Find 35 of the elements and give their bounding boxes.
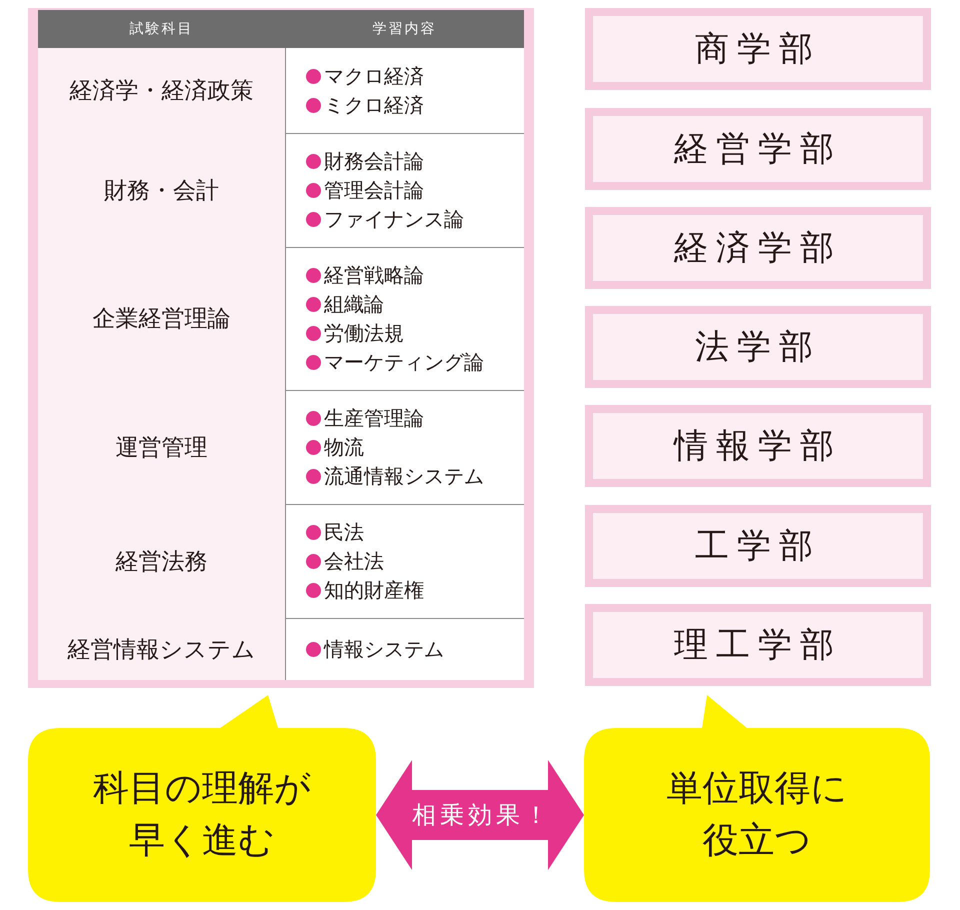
study-topic: 知的財産権 — [306, 576, 424, 604]
faculty-box: 経済学部 — [585, 207, 931, 289]
study-topic: 労働法規 — [306, 318, 404, 348]
faculty-box: 情報学部 — [585, 405, 931, 487]
subject-cell: 経営情報システム — [38, 618, 285, 680]
subject-cell: 経営法務 — [38, 504, 285, 618]
speech-bubble: 単位取得に役立つ — [584, 695, 930, 902]
study-topic: マクロ経済 — [306, 62, 424, 90]
faculty-box: 工学部 — [585, 505, 931, 587]
study-topic: 組織論 — [306, 290, 384, 318]
study-topic: 物流 — [306, 432, 364, 462]
study-topic: 流通情報システム — [306, 462, 484, 490]
subject-cell: 財務・会計 — [38, 133, 285, 247]
faculty-box: 経営学部 — [585, 108, 931, 190]
study-topic: 情報システム — [306, 634, 444, 664]
study-topic: マーケティング論 — [306, 348, 484, 376]
faculty-box: 法学部 — [585, 306, 931, 388]
study-topic: 会社法 — [306, 546, 384, 576]
study-topic: 生産管理論 — [306, 404, 424, 432]
subject-cell: 運営管理 — [38, 390, 285, 504]
study-topic: 民法 — [306, 518, 364, 546]
column-header: 試験科目 — [38, 10, 285, 48]
column-header: 学習内容 — [285, 10, 524, 48]
subject-cell: 経済学・経済政策 — [38, 48, 285, 133]
study-topic: 財務会計論 — [306, 146, 424, 176]
faculty-box: 商学部 — [585, 8, 931, 90]
faculty-box: 理工学部 — [585, 604, 931, 686]
study-topic: 管理会計論 — [306, 176, 424, 204]
study-topic: 経営戦略論 — [306, 260, 424, 290]
subject-cell: 企業経営理論 — [38, 247, 285, 390]
study-topic: ミクロ経済 — [306, 90, 424, 120]
double-arrow — [376, 760, 584, 870]
edge-label: 相乗効果！ — [412, 800, 552, 831]
speech-bubble: 科目の理解が早く進む — [28, 695, 376, 902]
study-topic: ファイナンス論 — [306, 204, 464, 234]
